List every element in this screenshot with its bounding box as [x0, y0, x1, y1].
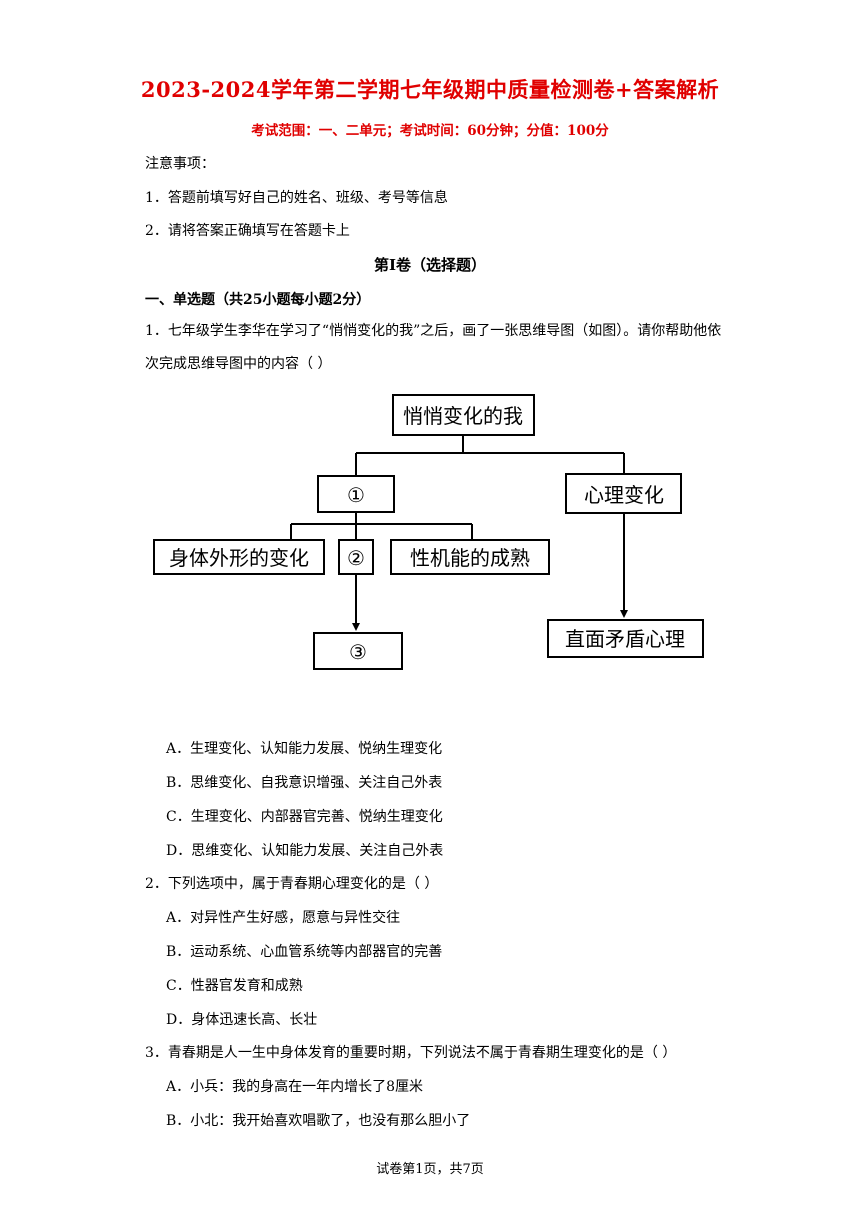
notice-item: 2．请将答案正确填写在答题卡上: [145, 223, 350, 239]
mindmap-diagram: 悄悄变化的我 ① 心理变化 身体外形的变化 ② 性机能的成熟 ③ 直面矛盾心理: [153, 394, 704, 670]
mindmap-rightchild-label: 直面矛盾心理: [565, 627, 685, 651]
mindmap-rightchild-box: [547, 619, 704, 658]
mindmap-blank2-label: ②: [347, 546, 365, 570]
mindmap-left-box: [153, 539, 325, 575]
question-stem: 2．下列选项中，属于青春期心理变化的是（ ）: [145, 876, 439, 892]
mindmap-blank1-label: ①: [347, 483, 365, 507]
option-d: D．身体迅速长高、长壮: [166, 1012, 318, 1028]
option-a: A．对异性产生好感，愿意与异性交往: [166, 910, 401, 926]
option-d: D．思维变化、认知能力发展、关注自己外表: [166, 843, 444, 859]
option-a: A．生理变化、认知能力发展、悦纳生理变化: [166, 741, 443, 757]
page-footer: 试卷第1页，共7页: [376, 1162, 484, 1177]
mindmap-blank3-box: [313, 632, 403, 670]
exam-title: 2023-2024学年第二学期七年级期中质量检测卷+答案解析: [140, 77, 720, 102]
part-title: 一、单选题（共25小题每小题2分）: [145, 292, 371, 308]
mindmap-blank3-label: ③: [349, 640, 367, 664]
volume-title: 第I卷（选择题）: [373, 256, 487, 274]
option-c: C．生理变化、内部器官完善、悦纳生理变化: [166, 809, 443, 825]
exam-info: 考试范围：一、二单元；考试时间：60分钟；分值：100分: [251, 123, 609, 139]
mindmap-root-label: 悄悄变化的我: [403, 404, 523, 428]
option-c: C．性器官发育和成熟: [166, 978, 303, 994]
notice-item: 1．答题前填写好自己的姓名、班级、考号等信息: [145, 190, 448, 206]
option-b: B．思维变化、自我意识增强、关注自己外表: [166, 775, 443, 791]
mindmap-midright-box: [390, 539, 550, 575]
option-a: A．小兵：我的身高在一年内增长了8厘米: [166, 1079, 424, 1095]
question-stem: 3．青春期是人一生中身体发育的重要时期，下列说法不属于青春期生理变化的是（ ）: [145, 1045, 677, 1061]
option-b: B．小北：我开始喜欢唱歌了，也没有那么胆小了: [166, 1113, 471, 1129]
mindmap-right-label: 心理变化: [584, 483, 664, 507]
mindmap-midright-label: 性机能的成熟: [410, 546, 530, 570]
question-stem: 1．七年级学生李华在学习了“悄悄变化的我”之后，画了一张思维导图（如图）。请你帮…: [145, 323, 722, 372]
mindmap-left-label: 身体外形的变化: [169, 546, 309, 570]
notice-heading: 注意事项：: [145, 156, 215, 172]
option-b: B．运动系统、心血管系统等内部器官的完善: [166, 944, 443, 960]
